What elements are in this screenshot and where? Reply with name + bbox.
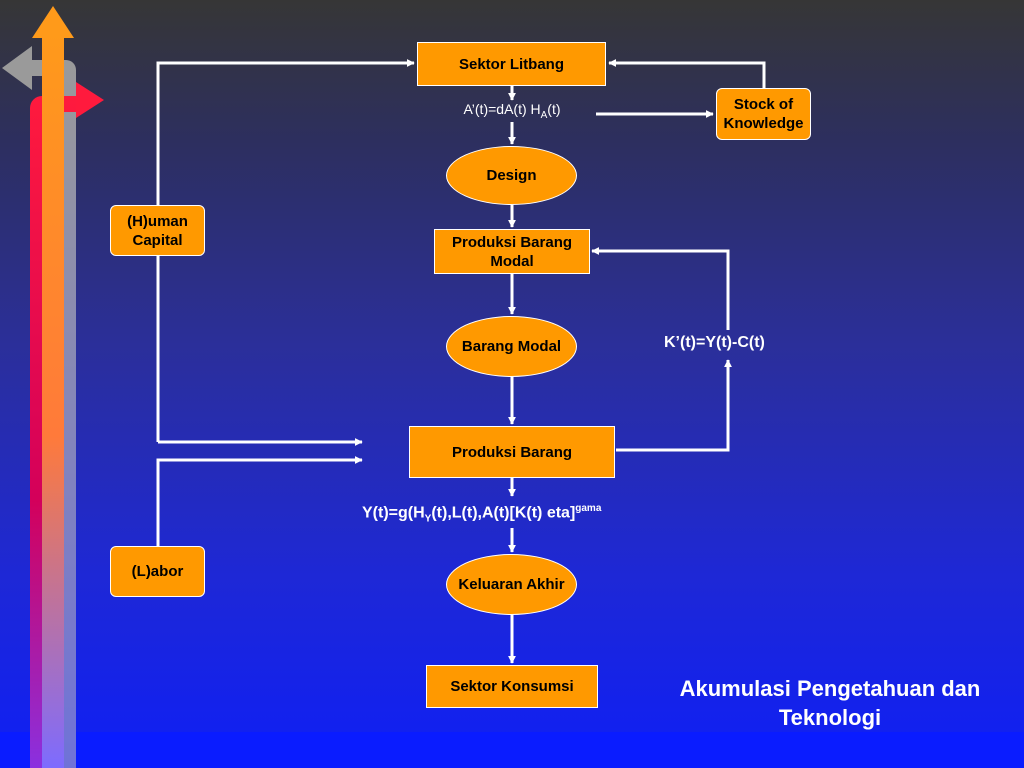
- node-labor-label: (L)abor: [131, 563, 184, 580]
- node-stock-label-2: Knowledge: [723, 115, 804, 132]
- node-human-capital-label-2: Capital: [132, 231, 183, 249]
- node-sektor-konsumsi-label: Sektor Konsumsi: [450, 678, 574, 695]
- formula-output-p2: (t),L(t),A(t)[K(t) eta]: [431, 504, 576, 522]
- formula-capital: K’(t)=Y(t)-C(t): [664, 334, 765, 352]
- bottom-band: [0, 732, 1024, 768]
- formula-output-sup: gama: [575, 503, 602, 514]
- connector-capital-formula-to-pbm: [591, 247, 730, 330]
- node-human-capital-label-1: (H)uman: [127, 212, 188, 230]
- node-stock-of-knowledge: Stock of Knowledge: [716, 88, 811, 140]
- node-design: Design: [446, 146, 577, 205]
- node-pbm-label-1: Produksi Barang: [451, 233, 573, 251]
- formula-knowledge-tail: (t): [547, 101, 561, 117]
- slide-title-line-1: Akumulasi Pengetahuan dan: [679, 676, 981, 701]
- node-keluaran-akhir: Keluaran Akhir: [446, 554, 577, 615]
- formula-output-sub: Y: [424, 513, 432, 525]
- connector-labor-to-pb: [156, 456, 363, 546]
- node-sektor-konsumsi: Sektor Konsumsi: [426, 665, 598, 708]
- node-barang-modal-label: Barang Modal: [461, 338, 562, 355]
- node-pbm-label-2: Modal: [490, 252, 534, 270]
- node-produksi-barang-modal: Produksi Barang Modal: [434, 229, 590, 274]
- slide-title: Akumulasi Pengetahuan dan Teknologi: [640, 674, 1020, 732]
- formula-knowledge: A’(t)=dA(t) HA(t): [432, 101, 592, 121]
- node-design-label: Design: [486, 167, 537, 184]
- slide-title-line-2: Teknologi: [778, 705, 882, 730]
- formula-capital-text: K’(t)=Y(t)-C(t): [664, 334, 765, 351]
- node-barang-modal: Barang Modal: [446, 316, 577, 377]
- node-keluaran-akhir-label: Keluaran Akhir: [458, 576, 565, 593]
- node-produksi-barang: Produksi Barang: [409, 426, 615, 478]
- formula-output: Y(t)=g(HY(t),L(t),A(t)[K(t) eta]gama: [362, 503, 601, 525]
- node-labor: (L)abor: [110, 546, 205, 597]
- node-produksi-barang-label: Produksi Barang: [451, 443, 573, 461]
- node-sektor-litbang-label: Sektor Litbang: [458, 55, 564, 73]
- formula-knowledge-main: A’(t)=dA(t) H: [463, 101, 541, 117]
- node-human-capital: (H)uman Capital: [110, 205, 205, 256]
- decorative-arrows-icon: [2, 6, 104, 768]
- node-sektor-litbang: Sektor Litbang: [417, 42, 606, 86]
- formula-knowledge-sub: A: [540, 109, 548, 121]
- node-stock-label-1: Stock of: [733, 96, 794, 113]
- connector-human-to-litbang: [156, 59, 415, 442]
- connector-stock-to-litbang: [608, 59, 766, 88]
- connector-pb-to-capital-formula: [616, 359, 732, 452]
- formula-output-p1: Y(t)=g(H: [362, 504, 425, 522]
